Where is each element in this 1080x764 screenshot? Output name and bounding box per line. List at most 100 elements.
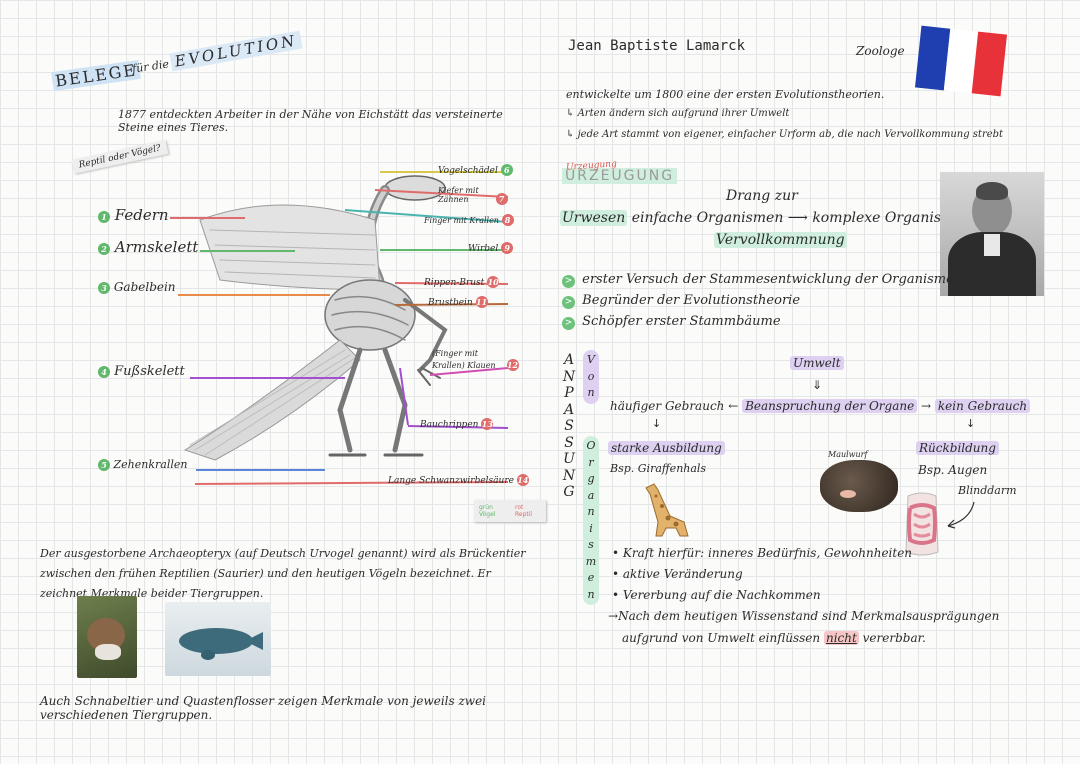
number-badge: 6	[500, 164, 513, 176]
arrow-to-blinddarm-icon	[947, 501, 975, 529]
bullet-item: > Schöpfer erster Stammbäume	[562, 314, 781, 330]
bullet-item: > erster Versuch der Stammesentwicklung …	[562, 272, 962, 288]
urwesen: Urwesen	[560, 210, 628, 226]
urzeugung-label: URZEUGUNG	[562, 168, 678, 184]
mole-image	[820, 460, 898, 512]
conclusion-line1: →Nach dem heutigen Wissenstand sind Merk…	[608, 609, 1000, 623]
label-text: Zehenkrallen	[113, 458, 188, 471]
arrow-down-icon: ⇓	[812, 378, 823, 392]
number-badge: 4	[98, 366, 110, 378]
number-badge: 8	[501, 214, 514, 226]
point-item: • aktive Veränderung	[612, 567, 743, 581]
number-badge: 11	[475, 296, 488, 308]
lamarck-line3: ↳ jede Art stammt von eigener, einfacher…	[566, 129, 1004, 140]
label-text: Kiefer mit Zähnen	[438, 186, 479, 204]
maulwurf-label: Maulwurf	[828, 450, 868, 459]
label-text: Fußskelett	[114, 364, 185, 379]
arrow-down-icon: ↓	[652, 417, 662, 430]
label-brustbein: Brustbein 11	[428, 296, 488, 308]
rueckbildung: Rückbildung	[916, 441, 999, 455]
platypus-image	[77, 596, 137, 678]
kein-gebrauch: kein Gebrauch	[934, 399, 1031, 413]
umwelt-box: Umwelt	[790, 356, 844, 370]
profession: Zoologe	[856, 44, 905, 58]
number-badge: 7	[495, 193, 508, 205]
label-fussskelett: 4 Fußskelett	[98, 364, 185, 379]
label-text: Brustbein	[428, 298, 473, 308]
archaeopteryx-paragraph: Der ausgestorbene Archaeopteryx (auf Deu…	[40, 547, 526, 600]
nicht-highlight: nicht	[823, 631, 859, 645]
point-item: • Kraft hierfür: inneres Bedürfnis, Gewo…	[612, 546, 913, 560]
label-schwanzwirbelsaeule: Lange Schwanzwirbelsäure 14	[388, 474, 529, 486]
vertical-organismen: O r g a n i s m e n	[583, 436, 599, 605]
urwesen-row: Urwesen einfache Organismen ⟶ komplexe O…	[560, 210, 972, 226]
bullet-text: erster Versuch der Stammesentwicklung de…	[582, 272, 963, 287]
label-text: Rippen-Brust	[424, 278, 485, 288]
coelacanth-image	[165, 602, 271, 676]
label-text: Federn	[114, 206, 169, 224]
label-text: Armskelett	[114, 238, 199, 256]
label-armskelett: 2 Armskelett	[98, 238, 198, 256]
bullet-item: > Begründer der Evolutionstheorie	[562, 293, 800, 309]
arrow-right-icon: →	[921, 399, 935, 413]
arrow-bullet-icon: >	[562, 317, 575, 330]
arrow-icon: ⟶	[787, 210, 813, 226]
einfache-organismen: einfache Organismen	[631, 210, 784, 226]
legend-green: grün Vögel	[479, 504, 496, 518]
starke-ausbildung: starke Ausbildung	[608, 441, 725, 455]
label-text: (Finger mit Krallen) Klauen	[432, 349, 496, 370]
label-vogelschaedel: Vogelschädel 6	[438, 164, 513, 176]
arrow-bullet-icon: >	[562, 296, 575, 309]
label-kiefer: Kiefer mit Zähnen 7	[438, 186, 520, 205]
conclusion-line2: aufgrund von Umwelt einflüssen nicht ver…	[622, 631, 926, 645]
point-item: • Vererbung auf die Nachkommen	[612, 588, 821, 602]
bullet-text: Begründer der Evolutionstheorie	[582, 293, 801, 308]
arrow-down-icon: ↓	[966, 417, 976, 430]
line3-text: jede Art stammt von eigener, einfacher U…	[577, 129, 1004, 140]
line2-text: Arten ändern sich aufgrund ihrer Umwelt	[577, 108, 790, 119]
archaeopteryx-skeleton-image	[183, 175, 448, 461]
label-gabelbein: 3 Gabelbein	[98, 280, 176, 294]
number-badge: 10	[487, 276, 500, 288]
komplexe-organismen: komplexe Organismen	[812, 210, 972, 226]
drang-label: Drang zur	[726, 188, 798, 204]
beanspruchung-organe: Beanspruchung der Organe	[742, 399, 918, 413]
vervollkommnung: Vervollkommnung	[714, 232, 847, 248]
number-badge: 1	[98, 211, 110, 223]
label-bauchrippen: Bauchrippen 13	[420, 418, 494, 430]
number-badge: 5	[98, 459, 110, 471]
label-federn: 1 Federn	[98, 206, 169, 224]
giraffe-image	[645, 483, 689, 537]
blinddarm-label: Blinddarm	[958, 484, 1017, 497]
bullet-text: Schöpfer erster Stammbäume	[582, 314, 781, 329]
lamarck-line1: entwickelte um 1800 eine der ersten Evol…	[566, 88, 885, 101]
label-finger-krallen: Finger mit Krallen 8	[424, 214, 514, 226]
number-badge: 12	[506, 359, 519, 371]
label-text: Vogelschädel	[438, 166, 498, 176]
lamarck-portrait-image	[940, 172, 1044, 296]
bsp-augen: Bsp. Augen	[918, 463, 988, 477]
label-text: Bauchrippen	[420, 420, 479, 430]
lamarck-name: Jean Baptiste Lamarck	[568, 38, 746, 54]
legend-red: rot Reptil	[515, 504, 533, 518]
label-text: Lange Schwanzwirbelsäure	[388, 476, 514, 486]
label-text: Gabelbein	[113, 280, 176, 294]
lamarck-line2: ↳ Arten ändern sich aufgrund ihrer Umwel…	[566, 108, 790, 119]
label-rippen-brust: Rippen-Brust 10	[424, 276, 500, 288]
legend-note: grün Vögel rot Reptil	[474, 500, 546, 522]
number-badge: 13	[481, 418, 494, 430]
label-wirbel: Wirbel 9	[468, 242, 514, 254]
french-flag-icon	[914, 25, 1008, 97]
schnabeltier-paragraph: Auch Schnabeltier und Quastenflosser zei…	[40, 694, 487, 722]
intestine-image	[905, 492, 939, 556]
number-badge: 2	[98, 243, 110, 255]
label-text: Wirbel	[468, 244, 499, 254]
vertical-anpassung: A N P A S S U N G	[562, 352, 576, 500]
label-zehenkrallen: 5 Zehenkrallen	[98, 458, 187, 471]
haeufiger-gebrauch: häufiger Gebrauch	[610, 399, 725, 413]
label-text: Finger mit Krallen	[424, 216, 499, 225]
bsp-giraffe: Bsp. Giraffenhals	[610, 462, 707, 475]
intro-text: 1877 entdeckten Arbeiter in der Nähe von…	[118, 108, 503, 134]
arrow-bullet-icon: >	[562, 275, 575, 288]
